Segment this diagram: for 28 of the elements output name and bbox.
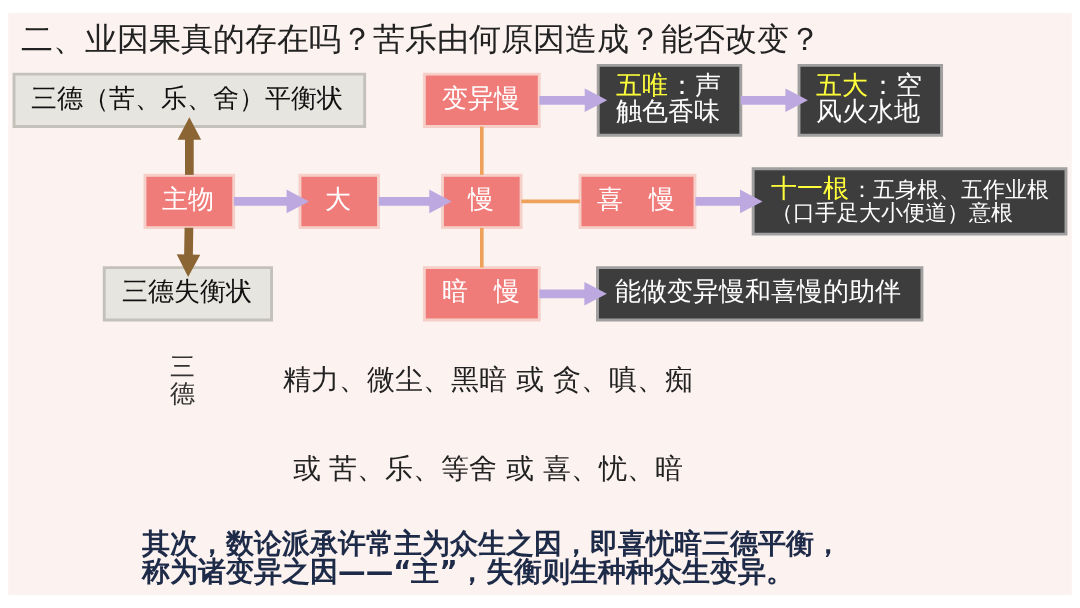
arrow <box>177 117 202 175</box>
label: 精力、微尘、黑暗 或 贪、嗔、痴 <box>283 363 693 397</box>
arrow <box>740 88 808 113</box>
node-box: 十一根：五身根、五作业根（口手足大小便道）意根 <box>751 167 1068 236</box>
arrow <box>378 189 452 214</box>
connector <box>480 126 484 175</box>
arrow <box>539 282 607 306</box>
arrow <box>233 189 310 214</box>
node-box: 大 <box>298 173 380 230</box>
label: 或 苦、乐、等舍 或 喜、忧、暗 <box>292 452 683 486</box>
label: 三德 <box>170 351 196 409</box>
node-box: 三德（苦、乐、舍）平衡状 <box>12 72 367 128</box>
arrow <box>695 189 763 214</box>
node-box: 主物 <box>143 173 236 230</box>
diagram-title: 二、业因果真的存在吗？苦乐由何原因造成？能否改变？ <box>21 20 822 59</box>
node-box: 五唯：声触色香味 <box>596 63 743 137</box>
label: 其次，数论派承许常主为众生之因，即喜忧暗三德平衡，称为诸变异之因——“主”，失衡则生种种众生变异。 <box>142 527 843 588</box>
node-box: 喜 慢 <box>578 173 697 230</box>
arrow <box>539 88 608 113</box>
node-box: 慢 <box>441 173 523 230</box>
node-box: 暗 慢 <box>422 266 541 322</box>
node-box: 变异慢 <box>422 72 541 128</box>
node-box: 三德失衡状 <box>102 266 273 322</box>
connector <box>480 227 484 268</box>
node-box: 五大：空风火水地 <box>797 63 944 137</box>
connector <box>521 199 580 204</box>
node-box: 能做变异慢和喜慢的助伴 <box>596 266 924 322</box>
arrow <box>176 227 201 277</box>
